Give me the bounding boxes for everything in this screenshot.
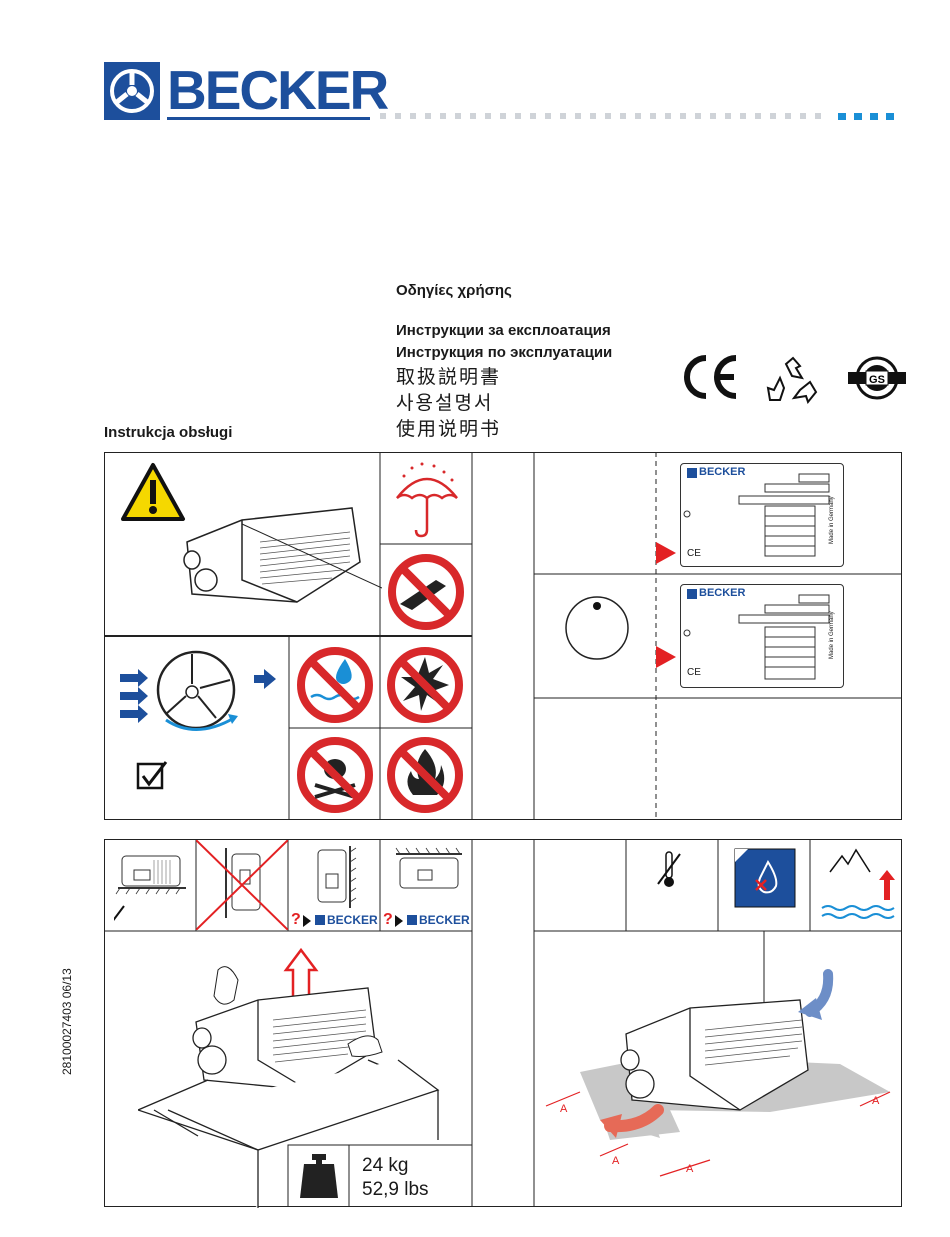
installation-clearance-illustration: A A A A: [540, 960, 900, 1200]
title-japanese: 取扱説明書: [396, 364, 612, 390]
thermometer-icon: [654, 850, 684, 890]
svg-text:GS: GS: [869, 374, 885, 386]
question-mark: ?: [291, 911, 301, 929]
language-titles: Οδηγίες χρήσης Инструкции за експлоатаци…: [396, 280, 612, 442]
title-russian: Инструкция по эксплуатации: [396, 342, 612, 364]
weight-lbs: 52,9 lbs: [362, 1178, 429, 1202]
mount-horizontal-ok: [114, 848, 190, 924]
weight-kg: 24 kg: [362, 1154, 429, 1178]
logo-underline: [167, 117, 370, 120]
title-korean: 사용설명서: [396, 390, 612, 416]
no-toxic-prohibition-icon: [295, 735, 375, 815]
question-mark: ?: [383, 911, 393, 929]
no-water-ingress-icon: [734, 848, 796, 908]
no-tools-prohibition-icon: [386, 552, 466, 632]
becker-mini-label: BECKER: [327, 913, 378, 927]
no-explosives-prohibition-icon: [385, 645, 465, 725]
no-flammable-prohibition-icon: [385, 735, 465, 815]
recycle-icon: [766, 356, 820, 406]
nameplate-2: BECKER CE Made in Germany: [680, 584, 844, 688]
consult-becker-label-1: ? BECKER: [289, 913, 377, 929]
title-chinese: 使用说明书: [396, 416, 612, 442]
document-code: 28100027403 06/13: [60, 945, 80, 1075]
pointer-arrow-red-1: [656, 542, 676, 564]
weight-icon: [298, 1152, 340, 1200]
keep-dry-umbrella-icon: [392, 460, 462, 540]
becker-logo: BECKER: [104, 62, 370, 120]
title-polish: Instrukcja obsługi: [104, 424, 232, 441]
mount-vertical-forbidden: [196, 840, 288, 930]
approved-checkbox-icon: [136, 760, 170, 790]
clearance-a-1: A: [560, 1103, 568, 1115]
pointer-arrow-red-2: [656, 646, 676, 668]
title-greek: Οδηγίες χρήσης: [396, 280, 612, 302]
becker-logo-icon: [104, 62, 160, 120]
altitude-icon: [818, 846, 896, 922]
vacuum-pump-illustration: [182, 502, 382, 612]
weight-values: 24 kg 52,9 lbs: [362, 1154, 429, 1202]
mount-vertical-wall: [298, 846, 368, 916]
logo-wordmark: BECKER: [167, 60, 387, 120]
warning-triangle-icon: [120, 462, 186, 522]
rotor-flow-diagram: [116, 648, 286, 748]
consult-becker-label-2: ? BECKER: [381, 913, 469, 929]
no-liquid-prohibition-icon: [295, 645, 375, 725]
title-bulgarian: Инструкции за експлоатация: [396, 320, 612, 342]
header-dotted-rule: [380, 113, 905, 121]
clearance-a-2: A: [612, 1155, 620, 1167]
nameplate-1: BECKER CE Made in Germany: [680, 463, 844, 567]
ce-mark-icon: [680, 352, 740, 402]
rotation-dial-icon: [562, 596, 632, 662]
becker-mini-label: BECKER: [419, 913, 470, 927]
clearance-a-4: A: [872, 1095, 880, 1107]
clearance-a-3: A: [686, 1163, 694, 1175]
mount-ceiling: [392, 846, 466, 916]
gs-mark-icon: GS: [848, 356, 906, 400]
